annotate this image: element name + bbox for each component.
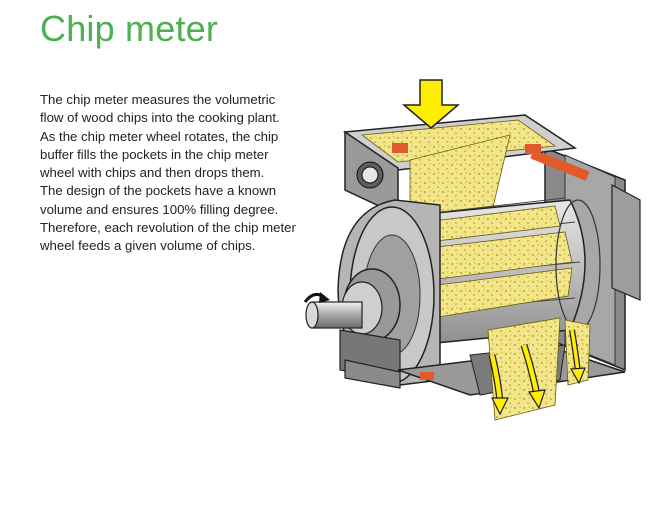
chip-meter-illustration <box>303 79 641 421</box>
description-line: wheel feeds a given volume of chips. <box>40 238 256 254</box>
inlet-frame <box>342 114 578 171</box>
description-line: As the chip meter wheel rotates, the chi… <box>40 128 279 144</box>
description-line: flow of wood chips into the cooking plan… <box>40 110 280 126</box>
description-line: volume and ensures 100% filling degree. <box>40 201 279 217</box>
page-title: Chip meter <box>40 8 219 49</box>
description-line: wheel with chips and then drops them. <box>40 165 265 181</box>
rotor-drum <box>414 197 601 346</box>
description-line: Therefore, each revolution of the chip m… <box>40 220 296 236</box>
inlet-side-plate <box>344 130 399 217</box>
rotation-arrow-head-icon <box>319 292 330 303</box>
description-line: buffer fills the pockets in the chip met… <box>40 146 269 162</box>
description-text: The chip meter measures the volumetric f… <box>40 91 340 256</box>
inflow-arrow-icon <box>401 79 461 129</box>
description-line: The design of the pockets have a known <box>40 183 277 199</box>
description-line: The chip meter measures the volumetric <box>40 92 276 107</box>
